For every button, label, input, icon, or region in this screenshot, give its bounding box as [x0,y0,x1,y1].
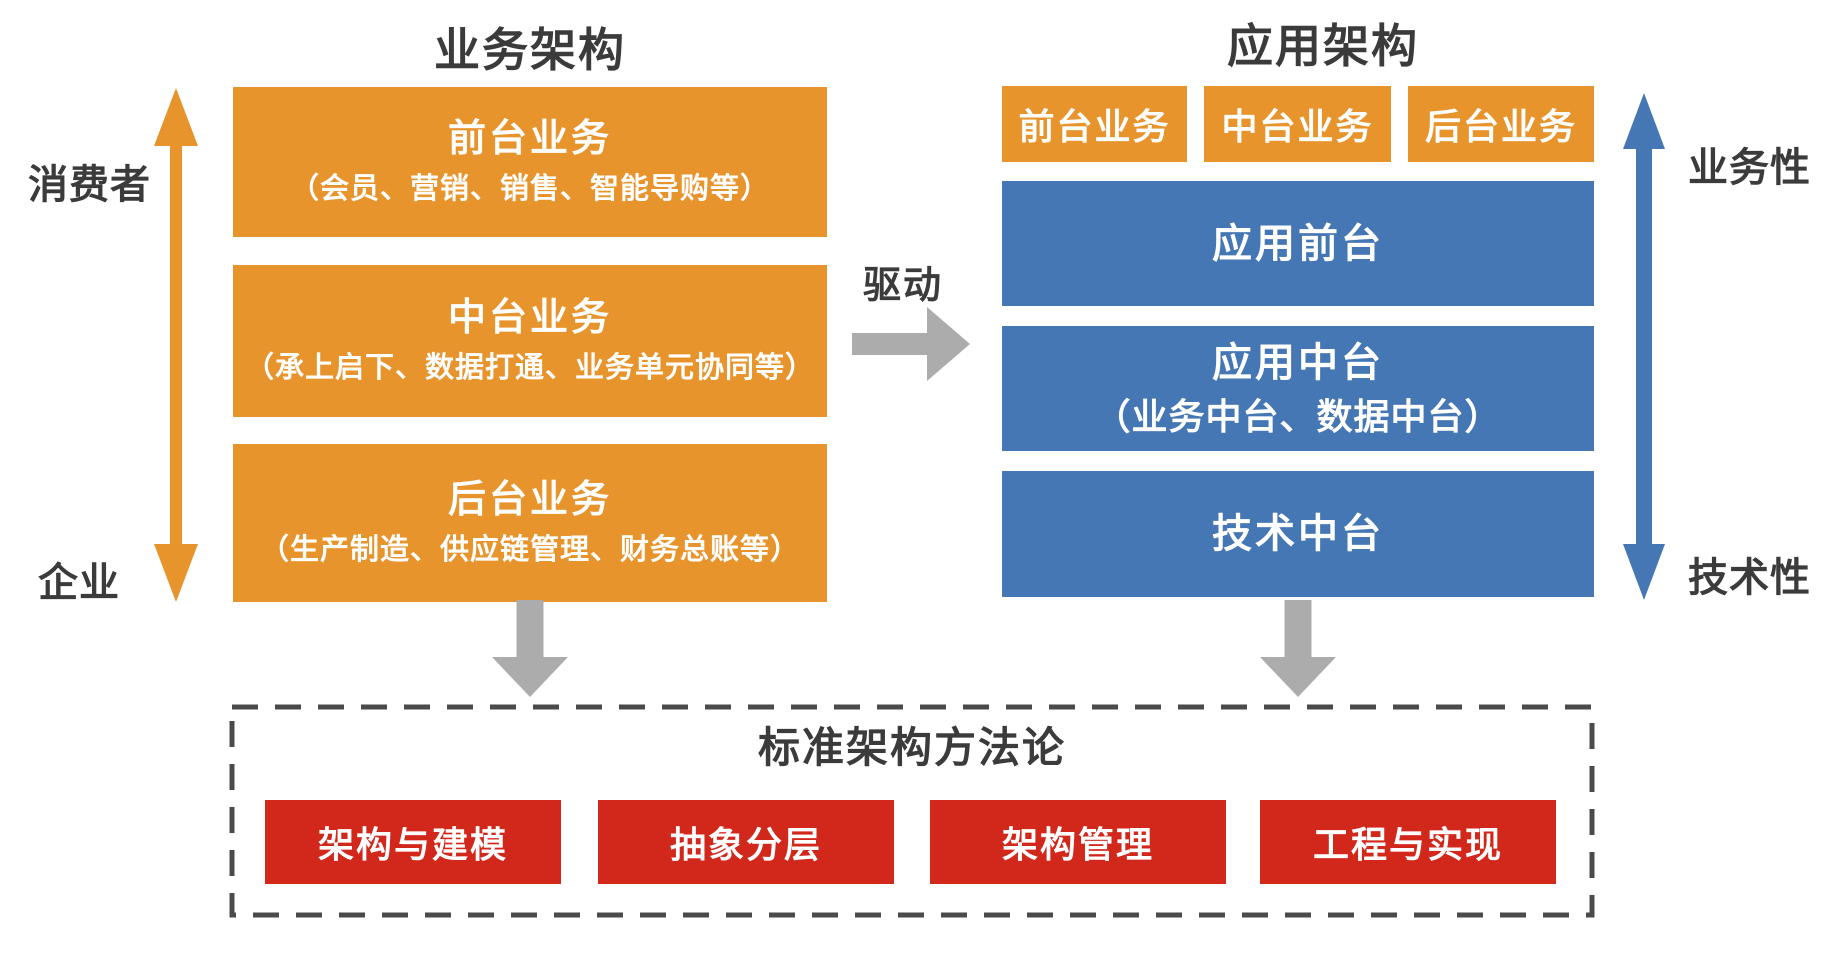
business-box-subtitle: （生产制造、供应链管理、财务总账等） [259,534,800,567]
app-layer-title: 应用中台 [1212,340,1384,385]
consumer-axis-label: 消费者 [28,163,151,207]
business-to-methodology-arrow-icon [492,600,568,697]
app-layer-title: 技术中台 [1212,512,1384,556]
drive-label: 驱动 [862,265,943,307]
business-tech-axis-arrow-icon [1623,93,1665,600]
methodology-dashed-frame [229,704,1595,918]
consumer-enterprise-axis-arrow-icon [154,88,198,602]
business-nature-axis-label: 业务性 [1688,146,1811,190]
business-box-middlestage: 中台业务 （承上启下、数据打通、业务单元协同等） [233,265,827,417]
business-box-frontstage: 前台业务 （会员、营销、销售、智能导购等） [233,87,827,237]
methodology-item-architecture-management: 架构管理 [930,800,1226,884]
application-architecture-title: 应用架构 [1227,20,1419,72]
methodology-item-abstraction-layering: 抽象分层 [598,800,894,884]
app-layer-middle-platform: 应用中台 （业务中台、数据中台） [1002,326,1594,451]
app-top-box-backstage: 后台业务 [1408,86,1594,162]
technical-nature-axis-label: 技术性 [1688,556,1811,600]
app-layer-frontend: 应用前台 [1002,181,1594,306]
business-box-title: 前台业务 [447,117,612,160]
methodology-item-engineering-implementation: 工程与实现 [1260,800,1556,884]
business-box-backstage: 后台业务 （生产制造、供应链管理、财务总账等） [233,444,827,602]
application-to-methodology-arrow-icon [1260,600,1336,697]
app-top-box-middlestage: 中台业务 [1204,86,1391,162]
app-layer-subtitle: （业务中台、数据中台） [1094,395,1502,437]
business-architecture-title: 业务架构 [434,24,626,76]
business-box-title: 后台业务 [447,478,612,521]
business-box-title: 中台业务 [447,296,612,339]
drive-right-arrow-icon [852,307,970,381]
methodology-item-architecture-modeling: 架构与建模 [265,800,561,884]
app-top-box-frontstage: 前台业务 [1002,86,1187,162]
methodology-title: 标准架构方法论 [757,724,1066,771]
app-layer-title: 应用前台 [1212,221,1384,266]
enterprise-axis-label: 企业 [38,561,120,605]
business-box-subtitle: （承上启下、数据打通、业务单元协同等） [244,352,815,385]
business-box-subtitle: （会员、营销、销售、智能导购等） [289,173,770,206]
app-layer-tech-platform: 技术中台 [1002,471,1594,597]
